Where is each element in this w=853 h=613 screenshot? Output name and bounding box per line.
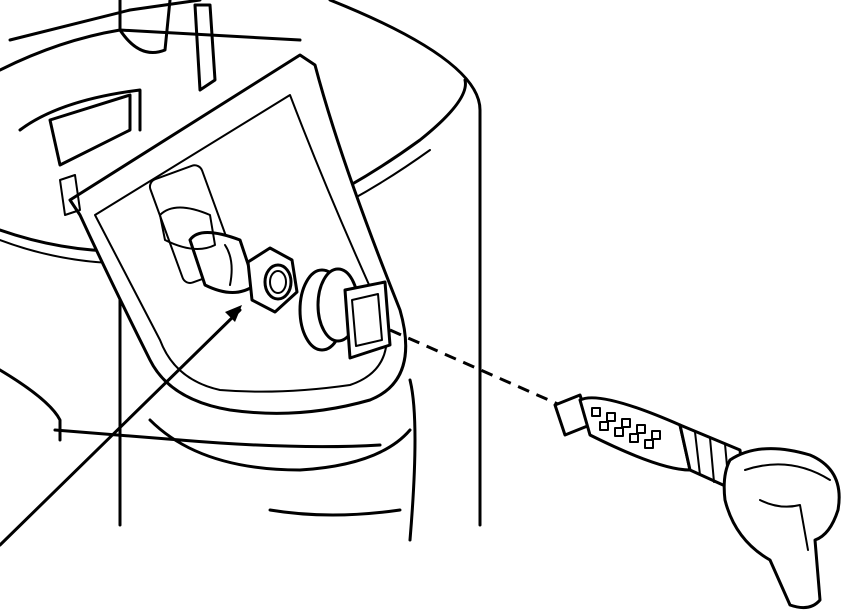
fitting [298, 267, 392, 360]
filter-cartridge [553, 393, 747, 497]
handle-knob [722, 447, 841, 610]
pointer-lines [0, 305, 561, 547]
tank-body [148, 378, 417, 542]
hex-nut [246, 246, 299, 314]
valve-head [8, 0, 408, 415]
